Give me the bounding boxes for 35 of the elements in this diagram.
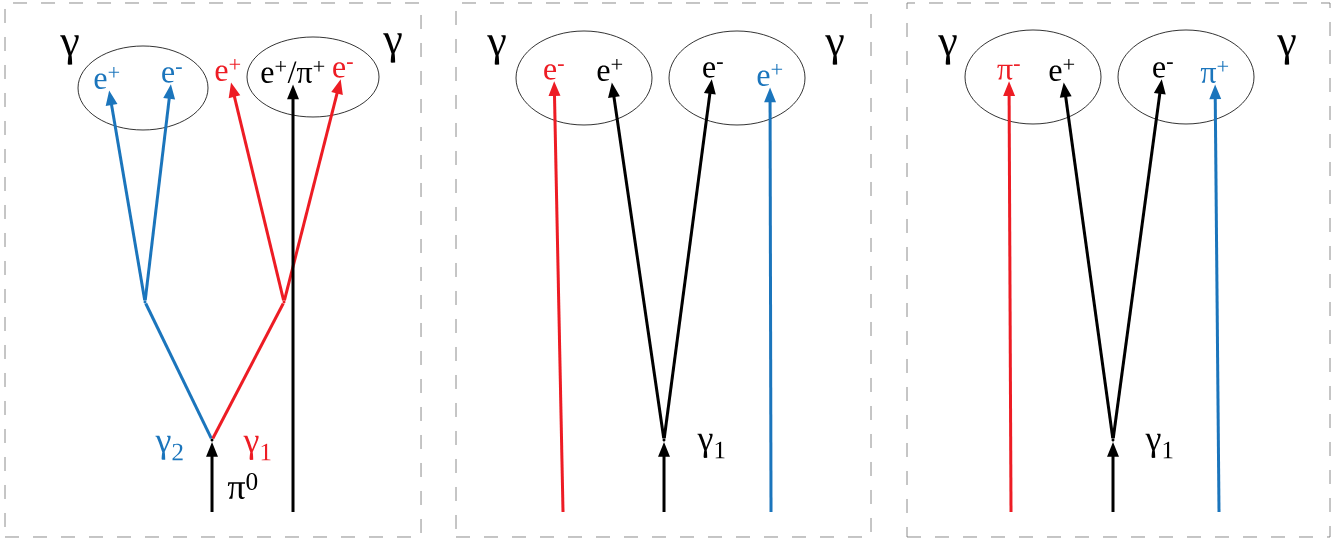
symbol-label: γ bbox=[60, 35, 79, 65]
particle-label: e$^{-}$ bbox=[162, 67, 182, 83]
edge-label: γ$_{1}$ bbox=[242, 434, 274, 462]
panel-frame bbox=[4, 2, 422, 538]
particle-label: e$^{+}$ bbox=[215, 59, 241, 81]
panel-frame bbox=[906, 2, 1331, 538]
particle-label: π$^{-}$ bbox=[997, 64, 1020, 80]
edge-label: π$^{0}$ bbox=[226, 471, 260, 501]
particle-label: π$^{+}$ bbox=[1200, 61, 1229, 83]
particle-label: e$^{-}$ bbox=[1153, 62, 1173, 78]
particle-label: e$^{-}$ bbox=[544, 64, 564, 80]
edge-label: γ$_{1}$ bbox=[1144, 432, 1176, 460]
symbol-label: γ bbox=[487, 35, 506, 65]
particle-label: e$^{+}$ bbox=[757, 64, 783, 86]
ellipse bbox=[77, 45, 209, 131]
symbol-label: γ bbox=[1277, 35, 1296, 65]
particle-label: e$^{+}$ bbox=[597, 59, 623, 81]
track-line bbox=[144, 302, 213, 440]
ellipse bbox=[515, 30, 653, 126]
edge-label: γ$_{1}$ bbox=[696, 432, 728, 460]
ellipse bbox=[964, 29, 1102, 125]
symbol-label: γ bbox=[383, 33, 402, 63]
particle-label: e$^{+}$ bbox=[94, 67, 120, 89]
symbol-label: γ bbox=[825, 35, 844, 65]
ellipse bbox=[246, 36, 380, 118]
ellipse bbox=[668, 30, 806, 126]
symbol-label: γ bbox=[938, 35, 957, 65]
particle-label: e$^{+}$/π$^{+}$ bbox=[261, 61, 325, 83]
particle-label: e$^{-}$ bbox=[703, 62, 723, 78]
particle-label: e$^{+}$ bbox=[1049, 59, 1075, 81]
ellipse bbox=[1117, 29, 1255, 125]
panel-frame bbox=[455, 2, 872, 538]
particle-label: e$^{-}$ bbox=[333, 62, 353, 78]
edge-label: γ$_{2}$ bbox=[154, 434, 186, 462]
track-line bbox=[211, 302, 285, 440]
